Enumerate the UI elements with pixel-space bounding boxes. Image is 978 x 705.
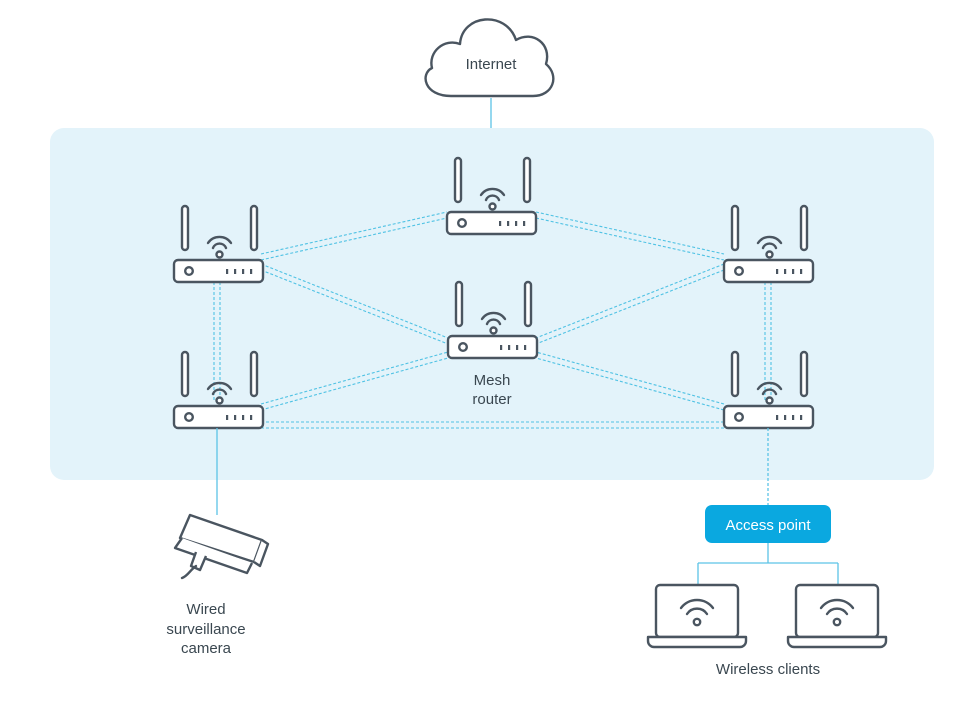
mesh-router-label-line2: router bbox=[472, 391, 511, 408]
mesh-link-tl-top bbox=[260, 211, 448, 261]
client-links bbox=[697, 543, 839, 585]
wireless-clients-label: Wireless clients bbox=[716, 661, 820, 678]
internet-label: Internet bbox=[466, 56, 518, 73]
camera-icon bbox=[173, 513, 270, 580]
mesh-router-label-line1: Mesh bbox=[474, 372, 511, 389]
mesh-link-tl-center bbox=[260, 263, 449, 345]
mesh-link-bl-center bbox=[260, 351, 449, 411]
mesh-link-tr-center bbox=[535, 263, 725, 345]
laptop-right bbox=[786, 583, 888, 649]
laptop-left bbox=[646, 583, 748, 649]
mesh-link-bl-br bbox=[261, 421, 724, 429]
cloud-icon bbox=[424, 18, 555, 98]
access-point-label: Access point bbox=[725, 517, 811, 534]
mesh-link-top-tr bbox=[535, 211, 725, 261]
mesh-link-br-center bbox=[535, 351, 725, 411]
access-point-badge bbox=[705, 505, 831, 543]
camera-label-line3: camera bbox=[181, 640, 232, 657]
camera-label-line1: Wired bbox=[186, 601, 225, 618]
mesh-zone bbox=[50, 128, 934, 480]
camera-label-line2: surveillance bbox=[166, 621, 245, 638]
